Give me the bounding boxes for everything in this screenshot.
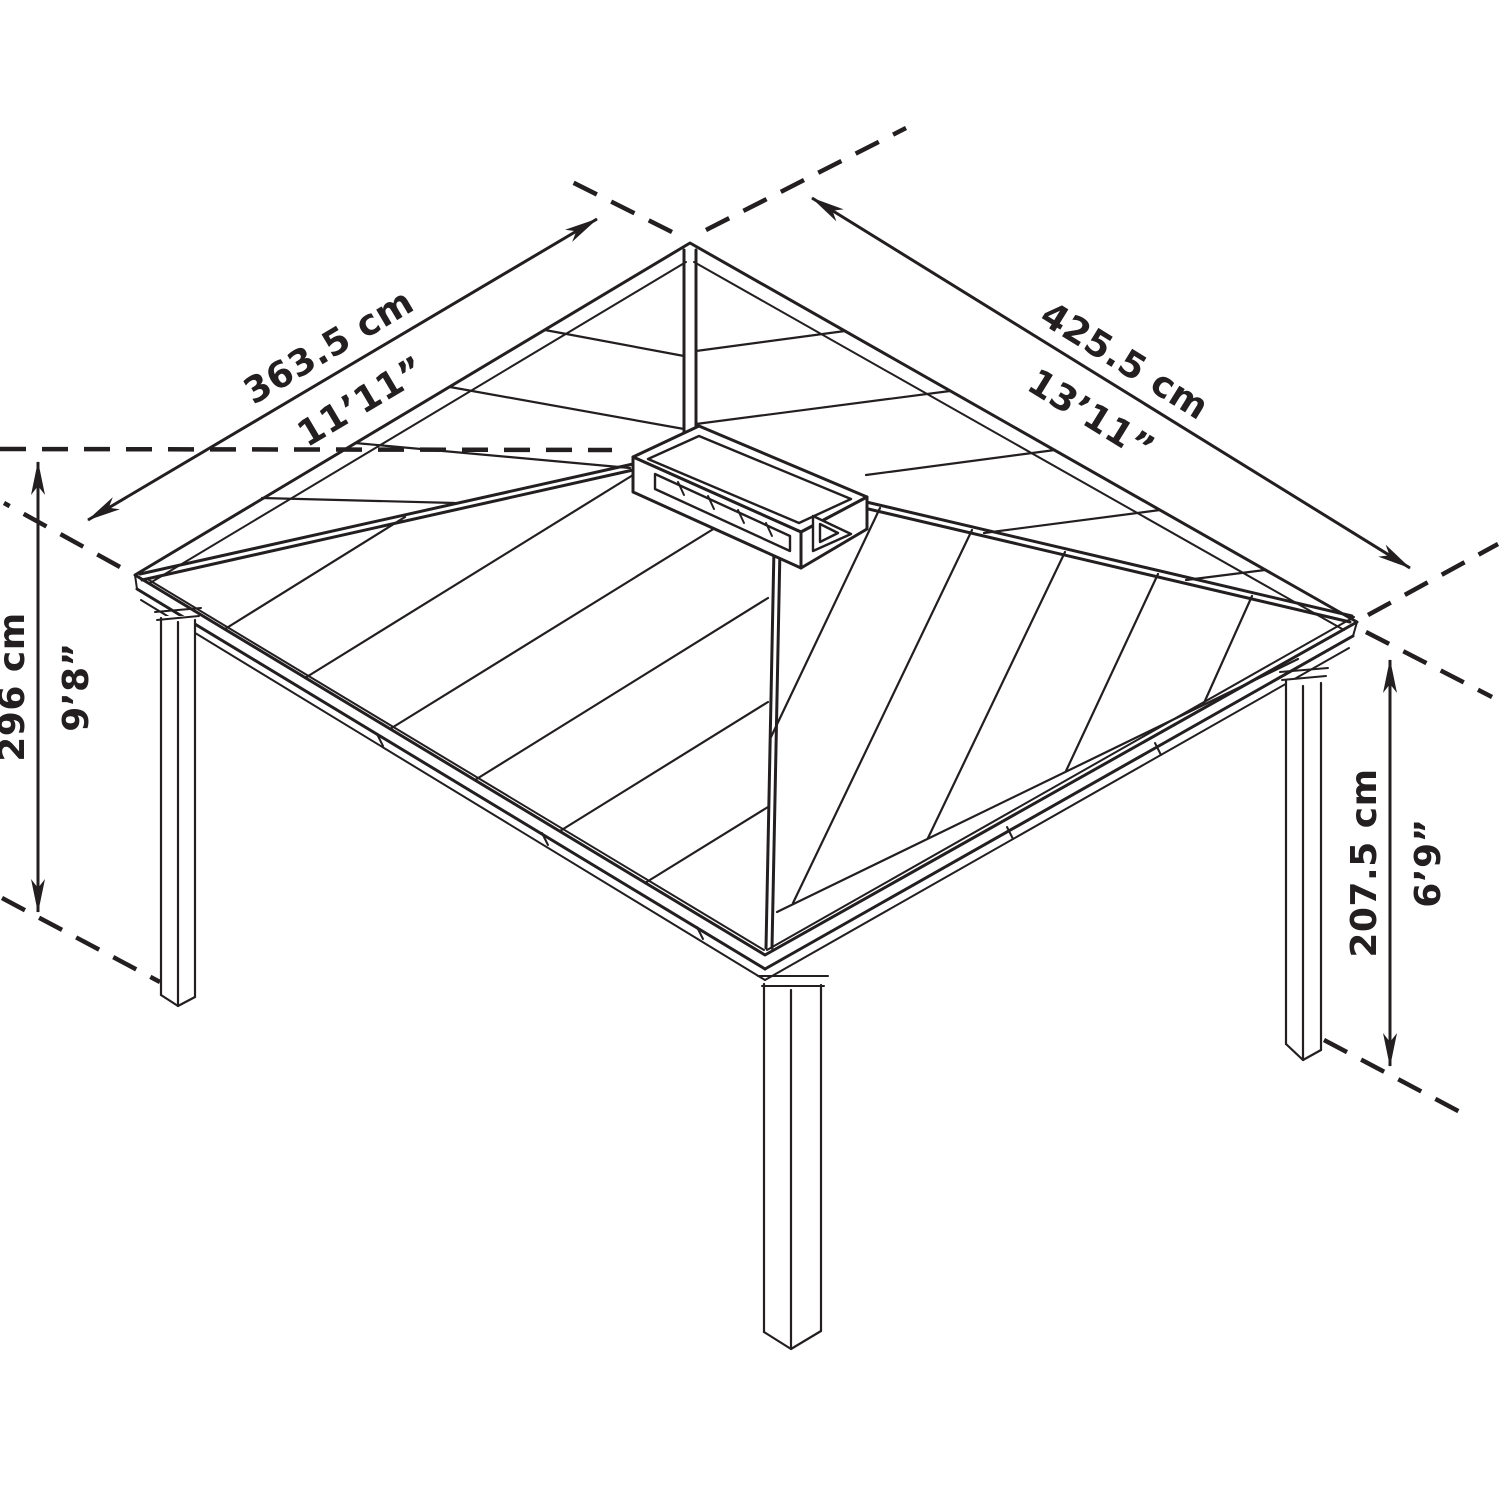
dim-post-height-metric-label: 207.5 cm bbox=[1344, 768, 1385, 957]
dim-total-height-metric-label: 296 cm bbox=[0, 612, 33, 762]
dimension-post-height: 207.5 cm 6’9” bbox=[1344, 659, 1449, 1067]
dimension-total-height: 296 cm 9’8” bbox=[0, 461, 97, 913]
roof-fascia bbox=[134, 574, 1358, 981]
extension-ground-left bbox=[0, 896, 162, 984]
extension-apex-up-right bbox=[704, 125, 908, 233]
extension-left-corner bbox=[2, 501, 122, 569]
dim-total-height-imperial-label: 9’8” bbox=[56, 642, 97, 731]
post-right bbox=[1279, 667, 1329, 1062]
extension-peak-level bbox=[0, 446, 613, 453]
extension-right-corner-down bbox=[1364, 630, 1494, 699]
dim-post-height-imperial-label: 6’9” bbox=[1408, 818, 1449, 907]
dimension-line-roof-side-left bbox=[87, 217, 598, 522]
posts bbox=[154, 607, 1329, 1351]
extension-apex-up-left bbox=[558, 173, 674, 235]
extension-right-corner-up bbox=[1366, 542, 1500, 617]
post-front bbox=[757, 975, 829, 1351]
vent-louver bbox=[653, 472, 792, 553]
extension-ground-right bbox=[1322, 1038, 1464, 1115]
dimension-line-roof-side-right bbox=[811, 196, 1411, 570]
post-left bbox=[154, 607, 202, 1008]
